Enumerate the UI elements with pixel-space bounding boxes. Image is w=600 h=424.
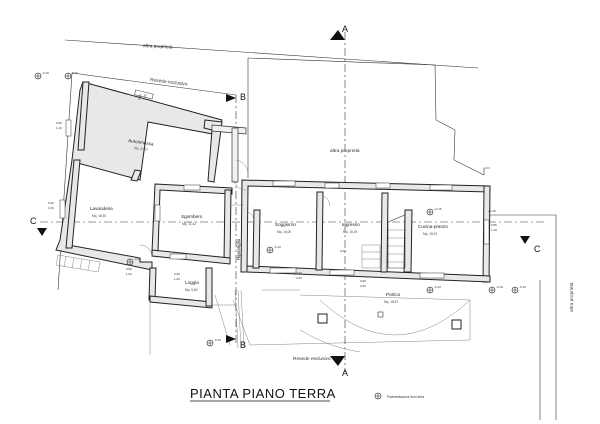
room-name-sgombero: Sgombero	[181, 214, 203, 219]
room-name-cucina-pranzo: Cucina-pranzo	[418, 224, 448, 229]
section-arrow-c-right	[520, 236, 530, 244]
elevation-value: -0.10	[519, 285, 526, 289]
elevation-value: 0.00	[340, 249, 346, 253]
opening-mark: 0.90	[137, 93, 142, 100]
legend-note: Pavimentazione fuori terra	[387, 395, 424, 399]
neighbor-hatch	[212, 289, 245, 349]
elevation-value: +0.15	[434, 207, 442, 211]
elevation-value: -0.10	[434, 285, 441, 289]
external-stair	[55, 254, 101, 273]
room-area-sgombero: Mq. 11,42	[182, 222, 196, 226]
elevation-value: -0.10	[214, 338, 221, 342]
room-area-cucina-pranzo: Mq. 15,91	[423, 232, 437, 236]
elevation-value: +0.15	[488, 209, 496, 213]
section-arrows	[37, 30, 530, 366]
label-resede-esclusivo-top: Resede esclusivo	[150, 77, 188, 88]
section-label-a-top: A	[342, 24, 348, 34]
room-name-loggia: Loggia	[185, 280, 199, 285]
section-cut-lines	[40, 32, 545, 372]
elevation-value: -0.10	[496, 285, 503, 289]
elevation-value: -0.10	[134, 257, 141, 261]
room-name-ripostiglio: Ripostiglio	[236, 238, 241, 260]
window-openings	[59, 89, 490, 279]
opening-mark: 0.90	[48, 201, 54, 205]
room-name-lavanderia: Lavanderia	[90, 206, 113, 211]
label-altra-proprieta-right: altra proprietà	[569, 282, 575, 312]
room-name-soggiorno: Soggiorno	[275, 222, 296, 227]
pillar	[451, 319, 462, 330]
level-markers	[34, 72, 519, 400]
opening-mark: 0.85	[491, 223, 497, 227]
opening-mark: 2.40	[296, 276, 302, 280]
opening-mark: 1.00	[174, 277, 180, 281]
room-area-autorimessa: Mq. 27,27	[134, 146, 149, 152]
plan-title: PIANTA PIANO TERRA	[190, 386, 336, 401]
opening-mark: 1.60	[48, 206, 54, 210]
room-name-ingresso: Ingresso	[342, 222, 360, 227]
section-arrow-b-top	[226, 94, 236, 102]
room-area-portico: Mq. 18,57	[384, 300, 398, 304]
opening-mark: 0.90	[174, 272, 180, 276]
plan-title-group: PIANTA PIANO TERRA	[190, 386, 336, 402]
opening-mark: 2.00	[360, 284, 366, 288]
label-altra-proprieta-center: altra proprietà	[330, 148, 360, 154]
opening-mark: 0.60	[296, 271, 302, 275]
section-arrow-b-bottom	[226, 335, 236, 343]
opening-mark: 1.00	[126, 272, 132, 276]
section-label-c-right: C	[534, 244, 541, 254]
room-name-portico: Portico	[386, 292, 401, 297]
room-area-soggiorno: Mq. 14,00	[277, 230, 291, 234]
opening-mark: 1.20	[491, 228, 497, 232]
room-area-loggia: Mq. 5,60	[185, 288, 198, 292]
area-labels: altra proprietà altra proprietà altra pr…	[143, 43, 575, 362]
opening-marks: 0.90 1.20 0.90 1.20 0.90 1.60 0.90 1.00 …	[48, 93, 497, 288]
opening-mark: 0.90	[360, 279, 366, 283]
elevation-labels: -0.10 0.00 -0.10 -0.10 -0.10 0.00 +0.15 …	[42, 71, 526, 342]
section-label-b-top: B	[240, 92, 246, 102]
pillar	[317, 313, 328, 324]
section-arrow-c-left	[37, 228, 47, 236]
elevation-value: -0.10	[42, 71, 49, 75]
exterior-walls	[55, 81, 491, 309]
portico-elements	[262, 289, 471, 353]
label-resede-esclusivo-bottom: Resede esclusivo	[293, 356, 331, 362]
section-label-c-left: C	[30, 216, 37, 226]
section-label-b-bottom: B	[240, 340, 246, 350]
room-area-lavanderia: Mq. 16,92	[92, 214, 106, 218]
opening-mark: 1.20	[56, 126, 62, 130]
room-area-ingresso: Mq. 15,19	[343, 230, 357, 234]
staircase	[361, 214, 406, 269]
room-labels: Autorimessa Mq. 27,27 Lavanderia Mq. 16,…	[90, 138, 448, 304]
elevation-value: 0.00	[72, 71, 78, 75]
section-arrow-a-bottom	[330, 356, 345, 366]
section-labels: A A B B C C	[30, 24, 541, 378]
opening-mark: 1.20	[142, 93, 147, 100]
section-arrow-a-top	[330, 30, 345, 40]
label-altra-proprieta-top: altra proprietà	[143, 43, 173, 51]
opening-mark: 0.90	[126, 267, 132, 271]
section-label-a-bottom: A	[342, 368, 348, 378]
opening-mark: 0.90	[56, 121, 62, 125]
room-name-autorimessa: Autorimessa	[128, 138, 154, 147]
elevation-value: -0.10	[274, 245, 281, 249]
